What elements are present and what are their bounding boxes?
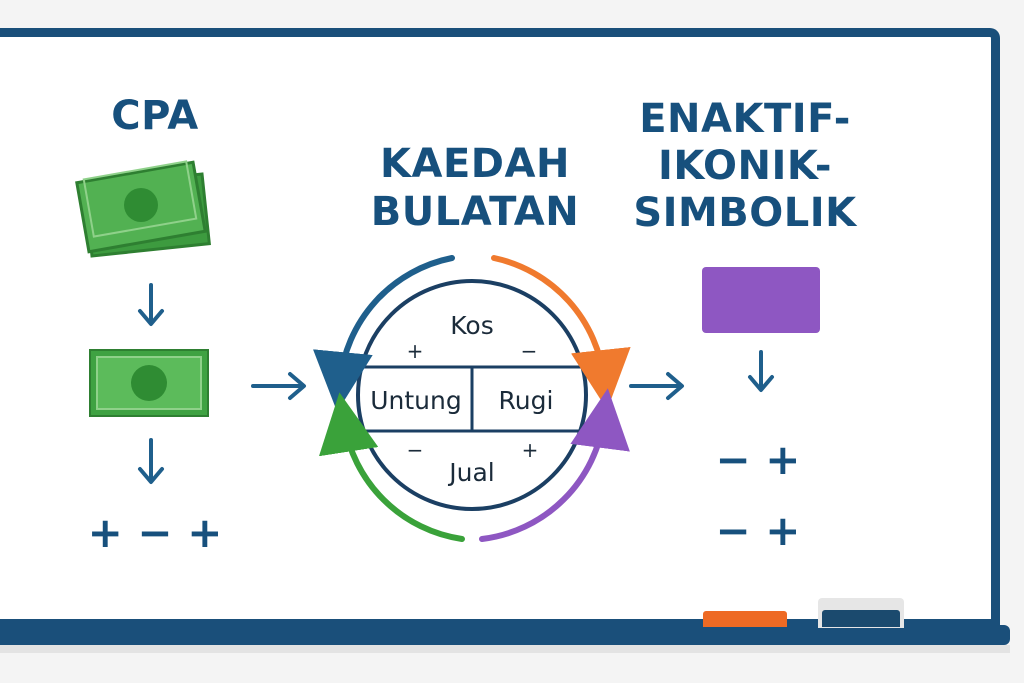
arrow-down-icon [138,283,164,326]
banknote-icon [89,349,209,417]
sign-top-left: + [407,339,424,363]
sign-bottom-right: + [522,438,539,462]
kaedah-bulatan-title: KAEDAH BULATAN [360,140,590,236]
right-symbols-row2: − + [715,506,800,555]
money-stack-icon [75,160,211,258]
arrow-down-icon [748,350,774,392]
eraser-icon [822,610,900,627]
circle-label-rugi: Rugi [499,386,554,415]
sign-bottom-left: − [407,438,424,462]
circle-label-untung: Untung [370,386,462,415]
cpa-title: CPA [111,93,199,139]
orange-marker-icon [703,611,787,627]
purple-block-icon [702,267,820,333]
circle-label-jual: Jual [447,458,494,487]
tray-shadow [0,645,1010,653]
enaktif-line3: SIMBOLIK [633,190,857,236]
enaktif-title: ENAKTIF- IKONIK- SIMBOLIK [620,96,870,237]
whiteboard-tray [0,625,1010,645]
blue-cycle-arrow [313,255,455,412]
arrow-right-icon [251,372,306,400]
sign-top-right: − [521,339,538,363]
arrow-right-icon [629,372,684,400]
circle-label-kos: Kos [450,311,493,340]
kaedah-bulatan-line2: BULATAN [370,189,580,235]
cpa-symbols: + − + [88,508,223,557]
enaktif-line1: ENAKTIF- [639,96,851,142]
purple-cycle-arrow [479,388,630,542]
circle-diagram: Kos Untung Rugi Jual + − − + [313,255,631,542]
orange-cycle-arrow [491,255,631,410]
arrow-down-icon [138,438,164,484]
green-cycle-arrow [318,392,465,542]
kaedah-bulatan-line1: KAEDAH [380,141,570,187]
right-symbols-row1: − + [715,435,800,484]
enaktif-line2: IKONIK- [657,143,833,189]
